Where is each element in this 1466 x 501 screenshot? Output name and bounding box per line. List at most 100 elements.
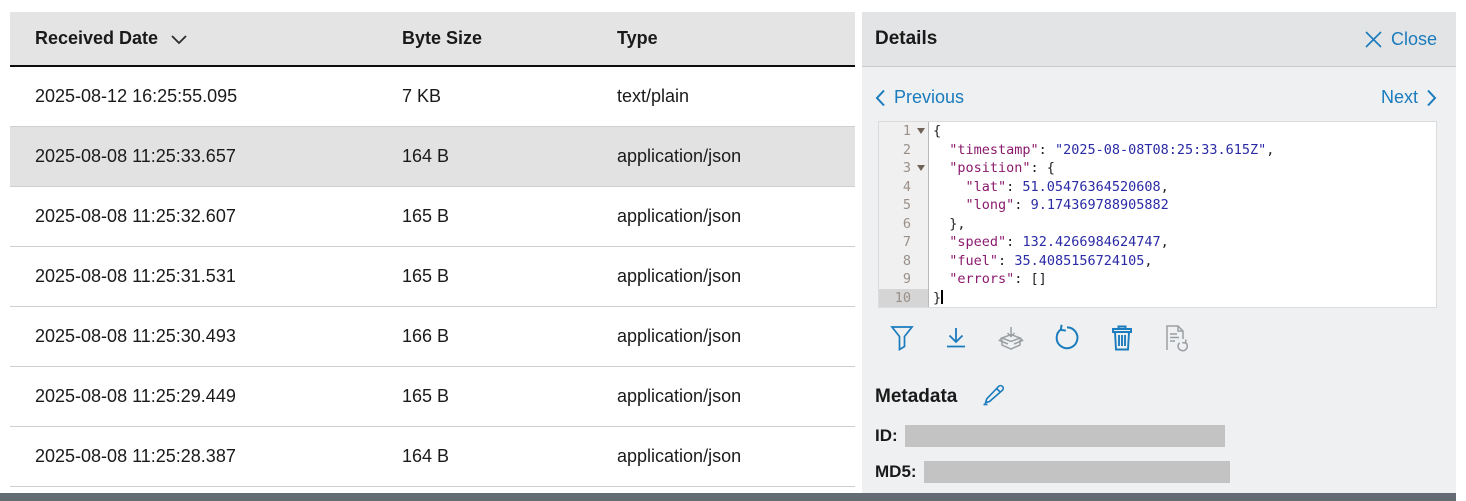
cell-byte-size: 165 B (402, 386, 450, 406)
download-button[interactable] (943, 324, 969, 355)
table-row[interactable]: 2025-08-08 11:25:28.387 164 B applicatio… (10, 427, 855, 487)
cell-byte-size: 164 B (402, 446, 450, 466)
cell-received-date: 2025-08-08 11:25:29.449 (35, 386, 236, 406)
code-line: "speed": 132.4266984624747, (949, 234, 1169, 250)
line-number: 10 (894, 289, 911, 306)
cell-received-date: 2025-08-08 11:25:28.387 (35, 446, 236, 466)
filter-button[interactable] (889, 324, 915, 355)
table-row[interactable]: 2025-08-08 11:25:33.657 164 B applicatio… (10, 127, 855, 187)
table-header-row: Received Date Byte Size Type (10, 12, 855, 67)
bottom-scrollbar[interactable] (0, 493, 1456, 501)
cell-type: application/json (617, 386, 742, 406)
editor-code-area: { "timestamp": "2025-08-08T08:25:33.615Z… (929, 122, 1436, 307)
details-panel: Details Close Previous Next (862, 12, 1456, 493)
unpack-button[interactable] (997, 324, 1025, 355)
chevron-left-icon (875, 89, 886, 107)
cell-type: application/json (617, 326, 742, 346)
line-number: 4 (902, 178, 911, 195)
cell-type: application/json (617, 146, 742, 166)
metadata-field-label: MD5: (875, 462, 917, 481)
file-refresh-icon (1163, 324, 1189, 355)
column-header-label: Byte Size (402, 28, 483, 48)
cell-received-date: 2025-08-08 11:25:33.657 (35, 146, 236, 166)
delete-icon (1109, 324, 1135, 355)
line-number: 6 (902, 215, 911, 232)
metadata-field-label: ID: (875, 426, 898, 445)
previous-label: Previous (894, 87, 965, 107)
line-number: 1 (902, 123, 911, 139)
delete-button[interactable] (1109, 324, 1135, 355)
cell-type: application/json (617, 206, 742, 226)
cell-received-date: 2025-08-08 11:25:32.607 (35, 206, 236, 226)
code-line: "position": { (949, 160, 1055, 176)
details-navigation: Previous Next (862, 87, 1456, 108)
cell-byte-size: 165 B (402, 206, 450, 226)
chevron-right-icon (1426, 89, 1437, 107)
cell-type: text/plain (617, 86, 690, 106)
download-icon (943, 324, 969, 355)
table-row[interactable]: 2025-08-08 11:25:32.607 165 B applicatio… (10, 187, 855, 247)
code-line: "fuel": 35.4085156724105, (949, 252, 1153, 269)
line-number: 2 (902, 141, 911, 158)
cell-received-date: 2025-08-08 11:25:30.493 (35, 326, 236, 346)
code-line: "long": 9.174369788905882 (965, 197, 1169, 213)
metadata-field-md5: MD5: (875, 461, 1437, 483)
file-refresh-button[interactable] (1163, 324, 1189, 355)
editor-gutter: 1 2 3 4 5 6 7 8 9 10 (879, 122, 929, 307)
column-header-type: Type (617, 28, 855, 49)
table-body: 2025-08-12 16:25:55.095 7 KB text/plain … (10, 67, 855, 487)
cell-received-date: 2025-08-08 11:25:31.531 (35, 266, 236, 286)
fold-toggle-icon[interactable] (917, 128, 925, 135)
refresh-button[interactable] (1053, 324, 1081, 355)
table-row[interactable]: 2025-08-08 11:25:29.449 165 B applicatio… (10, 367, 855, 427)
column-header-label: Type (617, 28, 658, 48)
code-line: }, (933, 215, 966, 232)
details-title: Details (875, 28, 938, 49)
table-row[interactable]: 2025-08-12 16:25:55.095 7 KB text/plain (10, 67, 855, 127)
fold-toggle-icon[interactable] (917, 165, 925, 172)
table-row[interactable]: 2025-08-08 11:25:31.531 165 B applicatio… (10, 247, 855, 307)
cell-type: application/json (617, 266, 742, 286)
line-number: 3 (902, 160, 911, 176)
code-line: "timestamp": "2025-08-08T08:25:33.615Z", (949, 141, 1275, 158)
line-number: 9 (902, 271, 911, 287)
close-icon (1364, 30, 1383, 49)
table-row[interactable]: 2025-08-08 11:25:30.493 166 B applicatio… (10, 307, 855, 367)
metadata-field-id: ID: (875, 425, 1437, 447)
message-toolbar (889, 324, 1456, 355)
line-number: 8 (902, 252, 911, 269)
edit-pencil-icon (981, 382, 1007, 411)
text-cursor (941, 289, 943, 304)
sort-descending-icon[interactable] (170, 33, 188, 45)
line-number: 5 (902, 197, 911, 213)
close-button[interactable]: Close (1364, 29, 1437, 50)
metadata-section: Metadata ID: MD5: (862, 382, 1456, 483)
code-line: { (933, 123, 942, 139)
details-header: Details Close (862, 12, 1456, 67)
code-line: "lat": 51.05476364520608, (965, 178, 1169, 195)
json-code-editor[interactable]: 1 2 3 4 5 6 7 8 9 10 { "timestamp": "2025-08-08T0… (878, 121, 1437, 308)
cell-byte-size: 166 B (402, 326, 450, 346)
code-line: "errors": [] (949, 271, 1047, 287)
column-header-label: Received Date (35, 28, 159, 48)
unpack-box-icon (997, 324, 1025, 355)
next-button[interactable]: Next (1381, 87, 1437, 108)
code-line: } (933, 289, 943, 306)
metadata-title: Metadata (875, 385, 958, 407)
cell-received-date: 2025-08-12 16:25:55.095 (35, 86, 238, 106)
line-number: 7 (902, 234, 911, 250)
edit-metadata-button[interactable] (981, 382, 1007, 411)
next-label: Next (1380, 87, 1418, 107)
cell-byte-size: 165 B (402, 266, 450, 286)
cell-byte-size: 7 KB (402, 86, 442, 106)
previous-button[interactable]: Previous (875, 87, 964, 108)
refresh-icon (1053, 324, 1081, 355)
close-label: Close (1390, 28, 1437, 49)
column-header-received-date[interactable]: Received Date (10, 28, 402, 49)
cell-type: application/json (617, 446, 742, 466)
redacted-value (923, 461, 1230, 483)
redacted-value (904, 425, 1225, 447)
cell-byte-size: 164 B (402, 146, 450, 166)
messages-table: Received Date Byte Size Type 2025-08-12 … (10, 12, 855, 487)
